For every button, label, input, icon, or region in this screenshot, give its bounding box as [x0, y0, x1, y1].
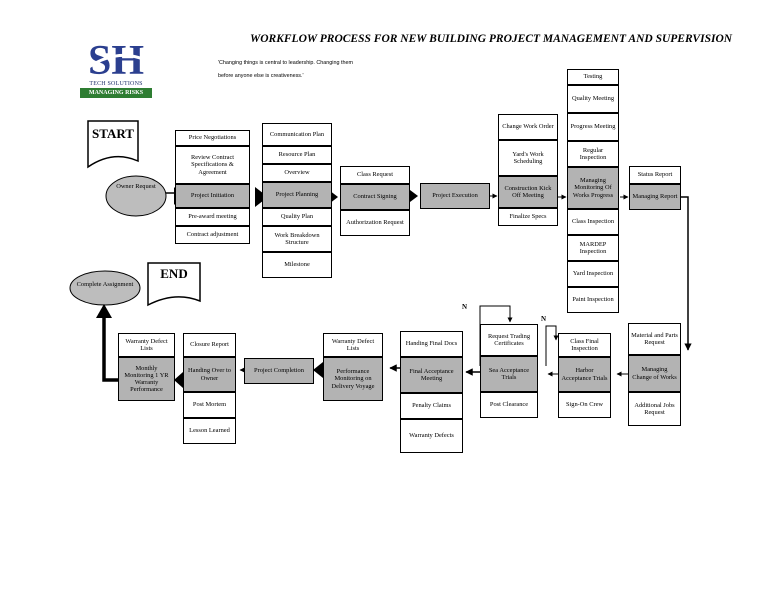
performance-monitoring-box: Performance Monitoring on Delivery Voyag…: [323, 357, 383, 401]
warranty-defects-box: Warranty Defects: [400, 419, 463, 453]
branch-label-n1: N: [462, 303, 468, 311]
penalty-claims-box: Penalty Claims: [400, 393, 463, 419]
class-request-box: Class Request: [340, 166, 410, 184]
project-planning-box: Project Planning: [262, 182, 332, 208]
warranty-defect-lists-box-1: Warranty Defect Lists: [118, 333, 175, 357]
price-negotiations-box: Price Negotiations: [175, 130, 250, 146]
warranty-defect-lists-box-2: Warranty Defect Lists: [323, 333, 383, 357]
closure-report-box: Closure Report: [183, 333, 236, 357]
leadership-quote: 'Changing things is central to leadershi…: [218, 57, 448, 83]
owner-request-ellipse: [105, 175, 167, 217]
project-initiation-box: Project Initiation: [175, 184, 250, 208]
contract-adjustment-box: Contract adjustment: [175, 226, 250, 244]
project-completion-box: Project Completion: [244, 358, 314, 384]
authorization-request-box: Authorization Request: [340, 210, 410, 236]
yard-work-scheduling-box: Yard's Work Scheduling: [498, 140, 558, 176]
quality-meeting-box: Quality Meeting: [567, 85, 619, 113]
milestone-box: Milestone: [262, 252, 332, 278]
sh-logo-icon: SH: [83, 37, 149, 81]
resource-plan-box: Resource Plan: [262, 146, 332, 164]
communication-plan-box: Communication Plan: [262, 123, 332, 146]
mardep-inspection-box: MARDEP Inspection: [567, 235, 619, 261]
yard-inspection-box: Yard Inspection: [567, 261, 619, 287]
testing-box: Testing: [567, 69, 619, 85]
work-breakdown-box: Work Breakdown Structure: [262, 226, 332, 252]
quality-plan-box: Quality Plan: [262, 208, 332, 226]
logo-letters: SH: [88, 38, 144, 81]
logo-company-name: TECH SOLUTIONS: [89, 81, 143, 87]
managing-change-of-works-box: Managing Change of Works: [628, 355, 681, 392]
logo-tagline: MANAGING RISKS: [80, 88, 152, 98]
company-logo: SH TECH SOLUTIONS MANAGING RISKS: [80, 37, 152, 99]
pre-award-meeting-box: Pre-award meeting: [175, 208, 250, 226]
overview-box: Overview: [262, 164, 332, 182]
branch-label-n2: N: [541, 315, 547, 323]
request-trading-certificates-box: Request Trading Certificates: [480, 324, 538, 356]
quote-line-2: before anyone else is creativeness.': [218, 73, 304, 79]
class-final-inspection-box: Class Final Inspection: [558, 333, 611, 357]
sea-acceptance-trials-box: Sea Acceptance Trials: [480, 356, 538, 392]
paint-inspection-box: Paint Inspection: [567, 287, 619, 313]
project-execution-box: Project Execution: [420, 183, 490, 209]
handing-over-box: Handing Over to Owner: [183, 357, 236, 392]
additional-jobs-request-box: Additional Jobs Request: [628, 392, 681, 426]
end-label: END: [160, 266, 188, 281]
change-work-order-box: Change Work Order: [498, 114, 558, 140]
finalize-specs-box: Finalize Specs: [498, 208, 558, 226]
managing-report-box: Managing Report: [629, 184, 681, 210]
kick-off-meeting-box: Construction Kick Off Meeting: [498, 176, 558, 208]
quote-line-1: 'Changing things is central to leadershi…: [218, 60, 353, 66]
harbor-acceptance-trials-box: Harbor Acceptance Trials: [558, 357, 611, 392]
contract-signing-box: Contract Signing: [340, 184, 410, 210]
review-contract-box: Review Contract Specifications & Agreeme…: [175, 146, 250, 184]
owner-request-label: Owner Request: [116, 183, 156, 190]
post-mortem-box: Post Mortem: [183, 392, 236, 418]
complete-assignment-label: Complete Assignment: [76, 281, 134, 288]
status-report-box: Status Report: [629, 166, 681, 184]
end-terminal-shape: [147, 262, 201, 307]
lesson-learned-box: Lesson Learned: [183, 418, 236, 444]
page-title: WORKFLOW PROCESS FOR NEW BUILDING PROJEC…: [250, 33, 733, 45]
handing-final-docs-box: Handing Final Docs: [400, 331, 463, 357]
material-parts-request-box: Material and Parts Request: [628, 323, 681, 355]
complete-assignment-ellipse: [69, 270, 141, 306]
post-clearance-box: Post Clearance: [480, 392, 538, 418]
start-terminal-shape: [87, 120, 139, 169]
final-acceptance-meeting-box: Final Acceptance Meeting: [400, 357, 463, 393]
managing-monitoring-box: Managing Monitoring Of Works Progress: [567, 167, 619, 209]
start-label: START: [92, 126, 134, 141]
monthly-monitoring-box: Monthly Monitoring 1 YR Warranty Perform…: [118, 357, 175, 401]
progress-meeting-box: Progress Meeting: [567, 113, 619, 141]
class-inspection-box: Class Inspection: [567, 209, 619, 235]
sign-on-crew-box: Sign-On Crew: [558, 392, 611, 418]
regular-inspection-box: Regular Inspection: [567, 141, 619, 167]
